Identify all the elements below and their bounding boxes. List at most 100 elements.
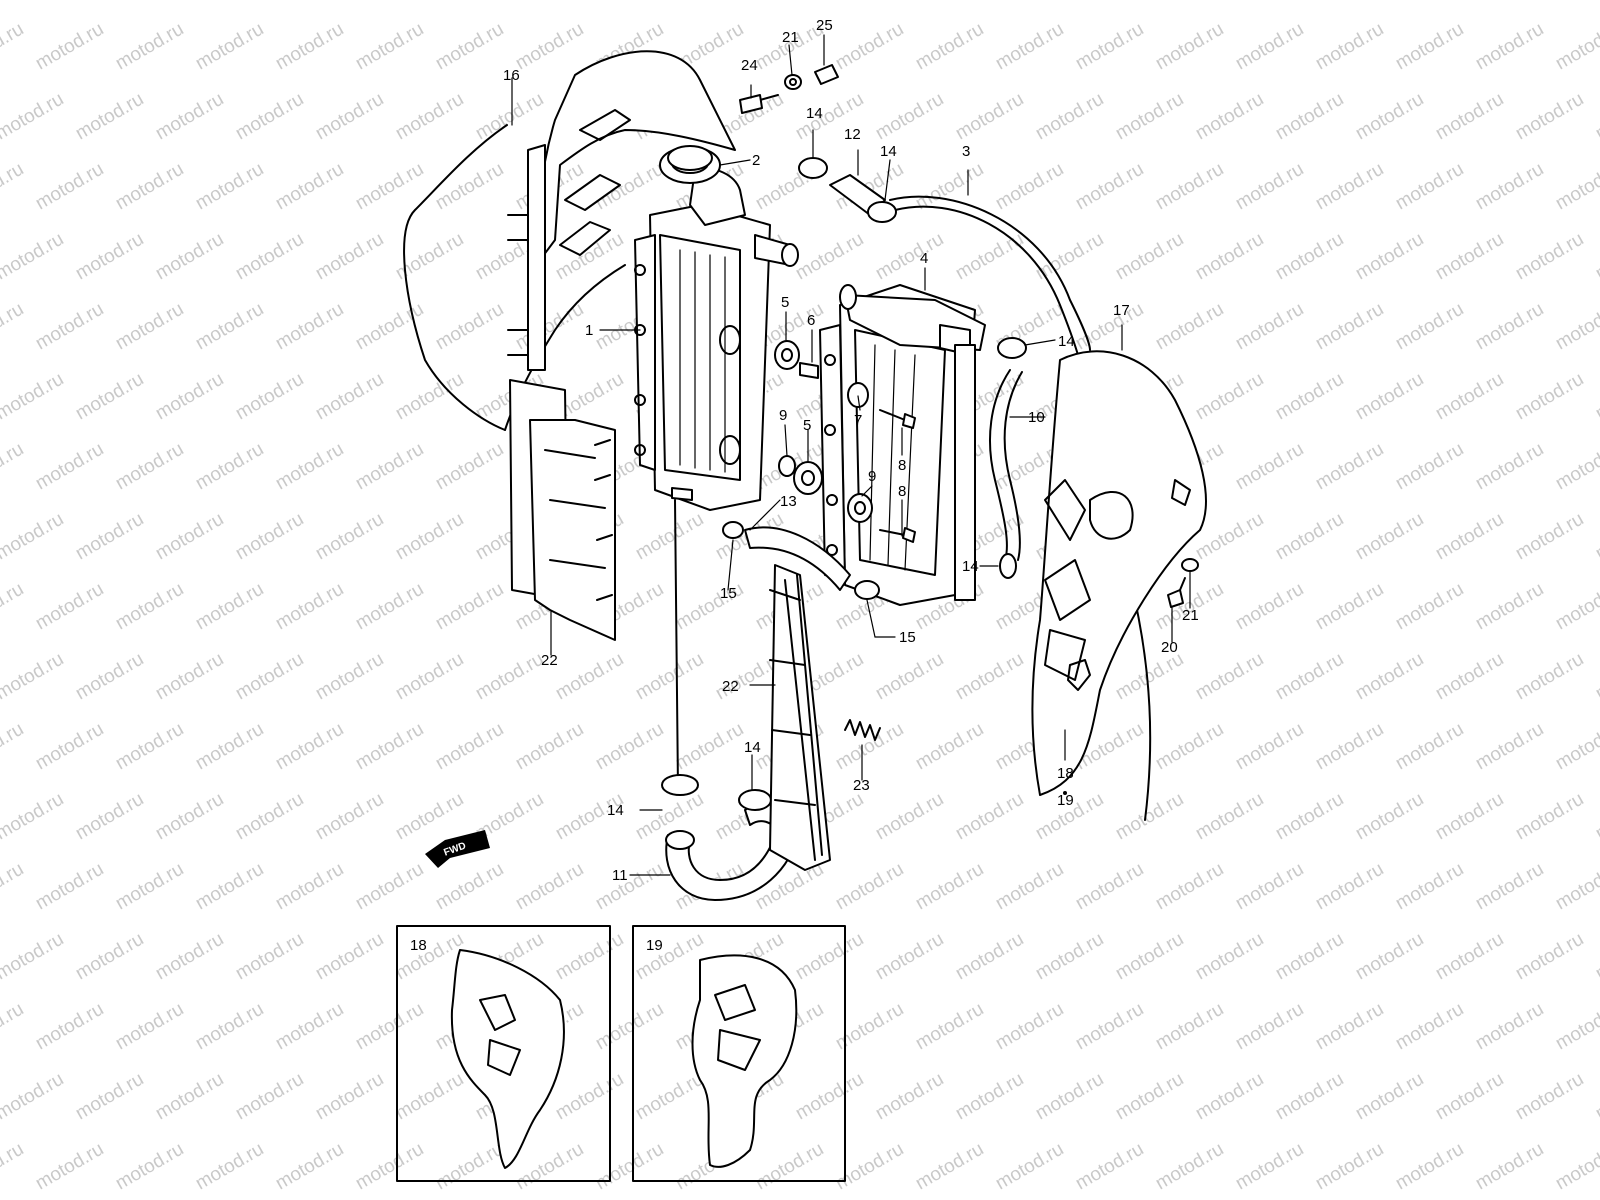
watermark-text: motod.ru bbox=[1432, 509, 1507, 565]
watermark-text: motod.ru bbox=[1592, 1069, 1600, 1125]
callout-15-right: 15 bbox=[899, 629, 916, 646]
watermark-text: motod.ru bbox=[672, 719, 747, 775]
callout-18: 18 bbox=[1057, 765, 1074, 782]
watermark-text: motod.ru bbox=[272, 719, 347, 775]
hose-3 bbox=[889, 195, 1091, 356]
bolt-24 bbox=[739, 94, 779, 114]
watermark-text: motod.ru bbox=[912, 19, 987, 75]
watermark-text: motod.ru bbox=[272, 159, 347, 215]
watermark-text: motod.ru bbox=[1352, 89, 1427, 145]
watermark-text: motod.ru bbox=[0, 89, 67, 145]
bolt-8-upper bbox=[879, 409, 916, 429]
watermark-text: motod.ru bbox=[0, 999, 27, 1055]
watermark-text: motod.ru bbox=[1312, 719, 1387, 775]
watermark-text: motod.ru bbox=[72, 369, 147, 425]
watermark-text: motod.ru bbox=[1152, 859, 1227, 915]
watermark-text: motod.ru bbox=[232, 649, 307, 705]
watermark-text: motod.ru bbox=[1352, 229, 1427, 285]
watermark-text: motod.ru bbox=[32, 859, 107, 915]
watermark-text: motod.ru bbox=[1512, 89, 1587, 145]
watermark-text: motod.ru bbox=[1072, 19, 1147, 75]
leader-lines bbox=[511, 34, 1191, 876]
callout-3: 3 bbox=[962, 143, 970, 160]
watermark-text: motod.ru bbox=[432, 579, 507, 635]
watermark-text: motod.ru bbox=[992, 859, 1067, 915]
watermark-text: motod.ru bbox=[912, 1139, 987, 1195]
watermark-text: motod.ru bbox=[352, 19, 427, 75]
watermark-text: motod.ru bbox=[272, 999, 347, 1055]
watermark-text: motod.ru bbox=[1392, 19, 1467, 75]
watermark-text: motod.ru bbox=[272, 439, 347, 495]
watermark-text: motod.ru bbox=[1472, 579, 1547, 635]
watermark-text: motod.ru bbox=[432, 159, 507, 215]
watermark-text: motod.ru bbox=[952, 0, 1027, 4]
watermark-text: motod.ru bbox=[632, 1069, 707, 1125]
watermark-text: motod.ru bbox=[432, 439, 507, 495]
watermark-text: motod.ru bbox=[272, 19, 347, 75]
watermark-text: motod.ru bbox=[232, 89, 307, 145]
watermark-text: motod.ru bbox=[112, 159, 187, 215]
watermark-text: motod.ru bbox=[1592, 929, 1600, 985]
watermark-text: motod.ru bbox=[1352, 789, 1427, 845]
watermark-text: motod.ru bbox=[992, 159, 1067, 215]
watermark-text: motod.ru bbox=[1552, 1139, 1600, 1195]
callout-5-lower: 5 bbox=[803, 417, 811, 434]
watermark-text: motod.ru bbox=[1592, 649, 1600, 705]
watermark-text: motod.ru bbox=[0, 439, 27, 495]
watermark-text: motod.ru bbox=[152, 369, 227, 425]
watermark-text: motod.ru bbox=[1112, 229, 1187, 285]
watermark-text: motod.ru bbox=[72, 1069, 147, 1125]
watermark-text: motod.ru bbox=[472, 649, 547, 705]
watermark-text: motod.ru bbox=[1232, 859, 1307, 915]
watermark-text: motod.ru bbox=[1552, 999, 1600, 1055]
watermark-text: motod.ru bbox=[0, 19, 27, 75]
watermark-text: motod.ru bbox=[1072, 1139, 1147, 1195]
callout-7: 7 bbox=[854, 412, 862, 429]
watermark-text: motod.ru bbox=[1592, 509, 1600, 565]
callout-8-upper: 8 bbox=[898, 457, 906, 474]
watermark-text: motod.ru bbox=[792, 1069, 867, 1125]
watermark-text: motod.ru bbox=[232, 789, 307, 845]
watermark-text: motod.ru bbox=[552, 649, 627, 705]
watermark-text: motod.ru bbox=[1112, 0, 1187, 4]
watermark-text: motod.ru bbox=[32, 999, 107, 1055]
watermark-text: motod.ru bbox=[72, 509, 147, 565]
watermark-text: motod.ru bbox=[512, 1139, 587, 1195]
watermark-text: motod.ru bbox=[1152, 159, 1227, 215]
watermark-text: motod.ru bbox=[32, 19, 107, 75]
watermark-text: motod.ru bbox=[392, 89, 467, 145]
hose-10 bbox=[989, 369, 1023, 561]
watermark-text: motod.ru bbox=[1072, 159, 1147, 215]
watermark-text: motod.ru bbox=[1512, 649, 1587, 705]
watermark-text: motod.ru bbox=[352, 1139, 427, 1195]
watermark-text: motod.ru bbox=[1432, 89, 1507, 145]
watermark-text: motod.ru bbox=[72, 0, 147, 4]
watermark-text: motod.ru bbox=[1072, 859, 1147, 915]
watermark-text: motod.ru bbox=[1552, 19, 1600, 75]
right-radiator bbox=[819, 284, 986, 606]
watermark-text: motod.ru bbox=[352, 719, 427, 775]
watermark-text: motod.ru bbox=[1272, 1069, 1347, 1125]
watermark-text: motod.ru bbox=[1232, 1139, 1307, 1195]
bolt-8-lower bbox=[879, 527, 916, 543]
watermark-text: motod.ru bbox=[352, 439, 427, 495]
watermark-text: motod.ru bbox=[1392, 1139, 1467, 1195]
watermark-text: motod.ru bbox=[1192, 89, 1267, 145]
watermark-text: motod.ru bbox=[1432, 229, 1507, 285]
watermark-text: motod.ru bbox=[32, 439, 107, 495]
watermark-text: motod.ru bbox=[1032, 1069, 1107, 1125]
watermark-text: motod.ru bbox=[1272, 649, 1347, 705]
watermark-text: motod.ru bbox=[472, 0, 547, 4]
watermark-text: motod.ru bbox=[392, 0, 467, 4]
watermark-text: motod.ru bbox=[352, 159, 427, 215]
watermark-text: motod.ru bbox=[192, 999, 267, 1055]
watermark-text: motod.ru bbox=[1352, 649, 1427, 705]
forward-arrow: FWD bbox=[425, 830, 490, 868]
watermark-text: motod.ru bbox=[872, 89, 947, 145]
watermark-text: motod.ru bbox=[1512, 509, 1587, 565]
watermark-text: motod.ru bbox=[232, 509, 307, 565]
spring-23 bbox=[844, 719, 881, 741]
watermark-text: motod.ru bbox=[392, 649, 467, 705]
watermark-text: motod.ru bbox=[232, 929, 307, 985]
watermark-text: motod.ru bbox=[1512, 1069, 1587, 1125]
